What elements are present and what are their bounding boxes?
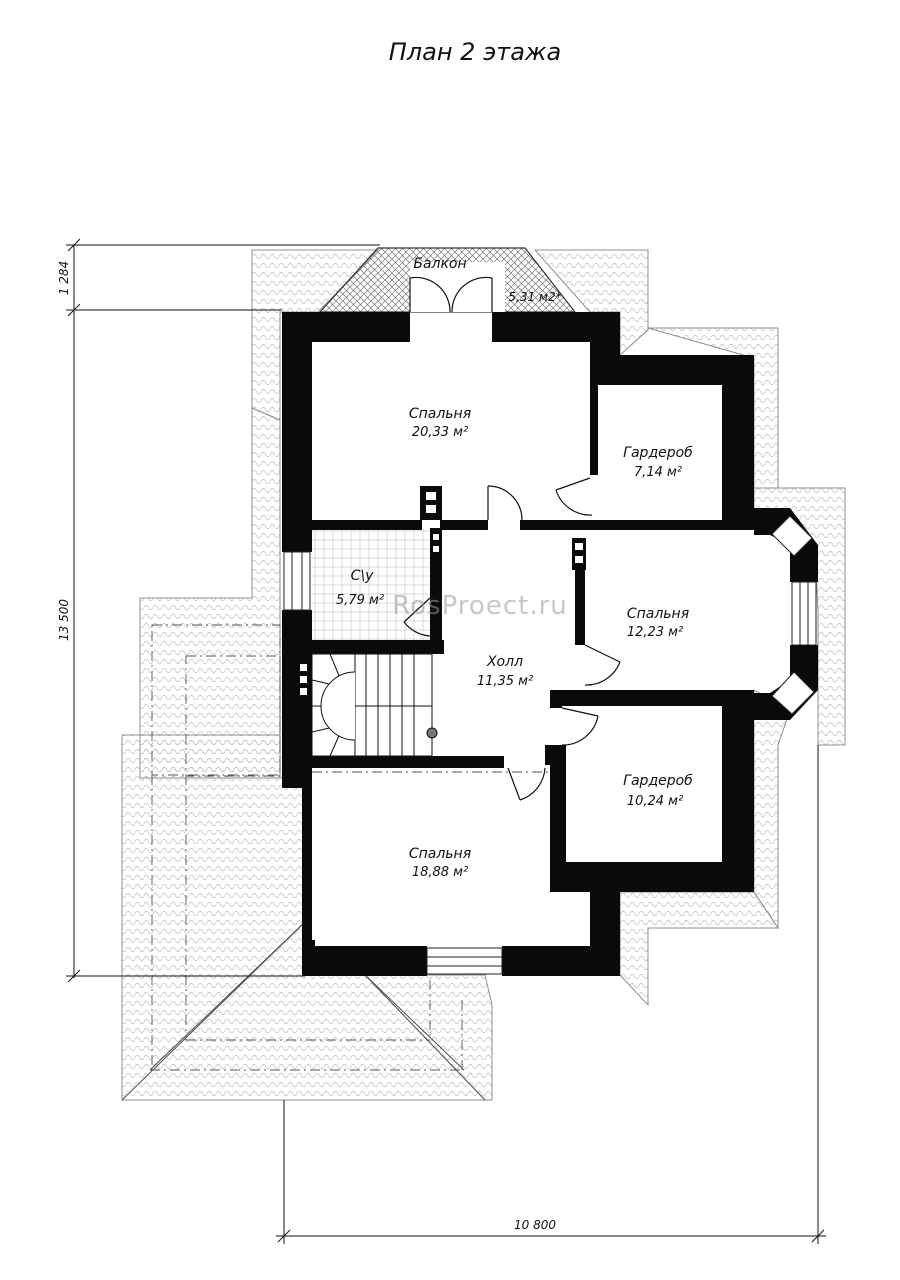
watermark: RosProect.ru bbox=[392, 591, 568, 621]
dimension-balcony-depth: 1 284 bbox=[57, 261, 71, 295]
wardrobe-bottom-name: Гардероб bbox=[623, 773, 693, 789]
bedroom-top-name: Спальня bbox=[409, 406, 471, 422]
bedroom-bottom-name: Спальня bbox=[409, 846, 471, 862]
hall-name: Холл bbox=[486, 654, 523, 670]
dimension-height-total: 13 500 bbox=[57, 599, 71, 641]
wardrobe-top-area: 7,14 м² bbox=[634, 465, 682, 480]
windows bbox=[283, 515, 817, 975]
balcony-name: Балкон bbox=[413, 256, 466, 272]
bathroom-area: 5,79 м² bbox=[336, 593, 384, 608]
wardrobe-top-name: Гардероб bbox=[623, 445, 693, 461]
page-title: План 2 этажа bbox=[389, 38, 562, 66]
dimension-lines bbox=[66, 238, 826, 1244]
dimension-width-total: 10 800 bbox=[514, 1218, 556, 1232]
wardrobe-bottom-area: 10,24 м² bbox=[627, 794, 683, 809]
bedroom-right-name: Спальня bbox=[627, 606, 689, 622]
doors bbox=[403, 276, 621, 801]
balcony-area: 5,31 м2* bbox=[508, 290, 561, 304]
hall-area: 11,35 м² bbox=[477, 674, 533, 689]
bedroom-right-area: 12,23 м² bbox=[627, 625, 683, 640]
walls bbox=[282, 312, 818, 976]
vent-shafts bbox=[296, 486, 586, 700]
bathroom-tile-floor bbox=[312, 528, 430, 640]
bedroom-bottom-area: 18,88 м² bbox=[412, 865, 468, 880]
balcony bbox=[318, 247, 577, 313]
bathroom-name: С\у bbox=[351, 568, 374, 584]
roof-dashed-lines bbox=[150, 624, 550, 1071]
bedroom-top-area: 20,33 м² bbox=[412, 425, 468, 440]
room-labels: Спальня 20,33 м² Гардероб 7,14 м² С\у 5,… bbox=[336, 406, 693, 880]
staircase bbox=[311, 653, 438, 757]
